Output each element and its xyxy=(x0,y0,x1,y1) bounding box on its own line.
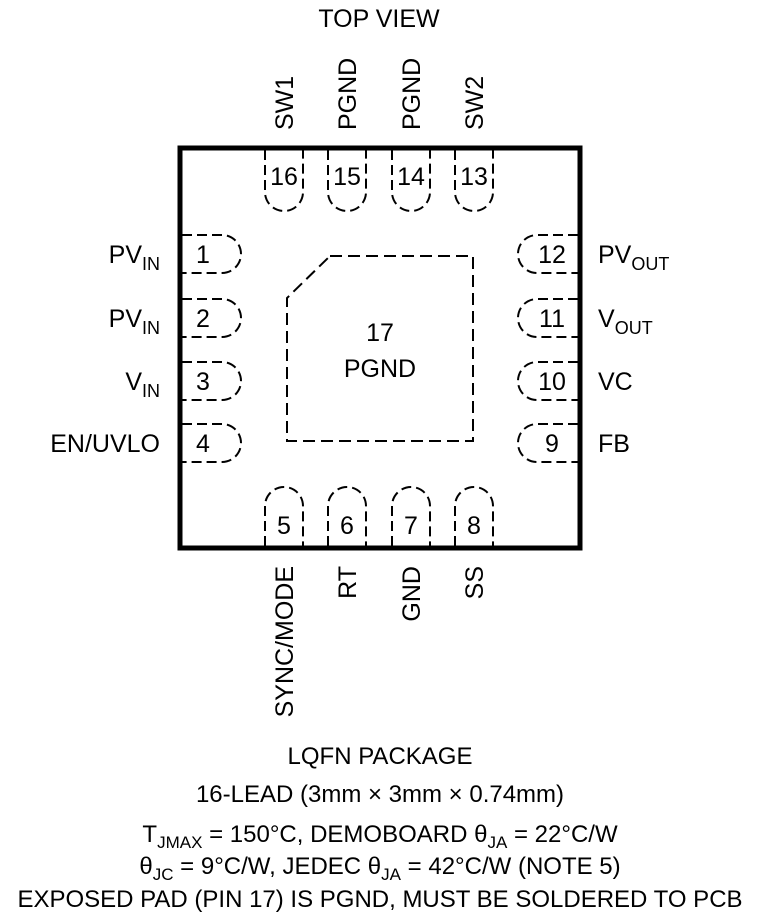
pin-14-number: 14 xyxy=(397,163,425,191)
jedec-ja-text: = 42°C/W (NOTE 5) xyxy=(401,853,621,880)
exposed-pad-note: EXPOSED PAD (PIN 17) IS PGND, MUST BE SO… xyxy=(17,886,743,913)
pin-9-pad xyxy=(517,423,578,463)
pin-11-name: VOUT xyxy=(598,305,653,338)
pin-7-name: GND xyxy=(398,566,426,622)
pins-group: 1PVIN2PVIN3VIN4EN/UVLO5SYNC/MODE6RT7GND8… xyxy=(50,58,669,718)
pin-16-name: SW1 xyxy=(271,76,299,130)
pin-13-pad xyxy=(454,150,494,212)
theta-symbol: θ xyxy=(139,853,153,880)
pin-4-name: EN/UVLO xyxy=(50,430,160,458)
theta-jc-subscript: JC xyxy=(152,865,174,884)
pin-9-number: 9 xyxy=(545,430,559,458)
exposed-pad-name: PGND xyxy=(344,355,416,383)
pin-4-pad xyxy=(182,423,242,463)
jedec-ja-subscript: JA xyxy=(381,865,401,884)
pin-5-name: SYNC/MODE xyxy=(271,566,299,717)
pin-7-number: 7 xyxy=(404,512,418,540)
pin-13-number: 13 xyxy=(460,163,488,191)
pin-1-pad xyxy=(182,234,242,274)
pin-12-name-subscript: OUT xyxy=(631,254,669,274)
pin-15-pad xyxy=(327,150,367,212)
pin-1-name: PVIN xyxy=(109,241,160,274)
pin-8-number: 8 xyxy=(467,512,481,540)
thermal-line-2: θJC = 9°C/W, JEDEC θJA = 42°C/W (NOTE 5) xyxy=(0,853,760,884)
pin-5-number: 5 xyxy=(277,512,291,540)
pin-10-number: 10 xyxy=(538,368,566,396)
pin-12-number: 12 xyxy=(538,241,566,269)
theta-jc-text: = 9°C/W, JEDEC θ xyxy=(173,853,382,880)
pin-11-name-subscript: OUT xyxy=(615,318,653,338)
pin-2-number: 2 xyxy=(196,305,210,333)
lead-info: 16-LEAD (3mm × 3mm × 0.74mm) xyxy=(195,781,565,808)
pin-3-pad xyxy=(182,361,242,401)
pin-1-number: 1 xyxy=(196,241,210,269)
pin-4-number: 4 xyxy=(196,430,210,458)
pin-16-number: 16 xyxy=(270,163,298,191)
pin-13-name: SW2 xyxy=(461,76,489,130)
pin-1-name-subscript: IN xyxy=(142,254,160,274)
pin-7-pad xyxy=(391,486,431,546)
pin-14-pad xyxy=(391,150,431,212)
pin-14-name: PGND xyxy=(398,58,426,130)
pin-9-name: FB xyxy=(598,430,630,458)
package-body xyxy=(177,145,583,551)
pin-15-name: PGND xyxy=(334,58,362,130)
pin-8-name: SS xyxy=(461,566,489,599)
tjmax-symbol: T xyxy=(142,821,158,848)
exposed-pad xyxy=(286,255,474,442)
pin-2-name-subscript: IN xyxy=(142,318,160,338)
pin-8-pad xyxy=(454,486,494,546)
pin-11-number: 11 xyxy=(539,305,565,333)
thermal-line-1: TJMAX = 150°C, DEMOBOARD θJA = 22°C/W xyxy=(0,821,760,852)
pin-3-name-subscript: IN xyxy=(142,381,160,401)
pin-2-name: PVIN xyxy=(109,305,160,338)
pin-15-number: 15 xyxy=(333,163,361,191)
theta-ja-text: = 22°C/W xyxy=(507,821,618,848)
theta-ja-subscript: JA xyxy=(487,833,508,852)
pin-2-pad xyxy=(182,298,242,338)
tjmax-text: = 150°C, DEMOBOARD θ xyxy=(202,821,488,848)
pin-12-name: PVOUT xyxy=(598,241,669,274)
pin-10-name: VC xyxy=(598,368,633,396)
tjmax-subscript: JMAX xyxy=(157,833,203,852)
pin-11-pad xyxy=(517,298,578,338)
pinout-diagram: TOP VIEW 17 PGND 1PVIN2PVIN3VIN4EN/UVLO5… xyxy=(50,5,669,718)
pin-16-pad xyxy=(264,150,304,212)
top-view-title: TOP VIEW xyxy=(318,5,440,33)
pin-6-number: 6 xyxy=(340,512,354,540)
pin-6-pad xyxy=(327,486,367,546)
pin-3-number: 3 xyxy=(196,368,210,396)
pin-10-pad xyxy=(517,361,578,401)
pin-12-pad xyxy=(517,234,578,274)
pin-6-name: RT xyxy=(334,566,362,599)
exposed-pad-number: 17 xyxy=(366,319,394,347)
pin-3-name: VIN xyxy=(125,368,160,401)
package-name: LQFN PACKAGE xyxy=(287,743,473,770)
pin-5-pad xyxy=(264,486,304,546)
